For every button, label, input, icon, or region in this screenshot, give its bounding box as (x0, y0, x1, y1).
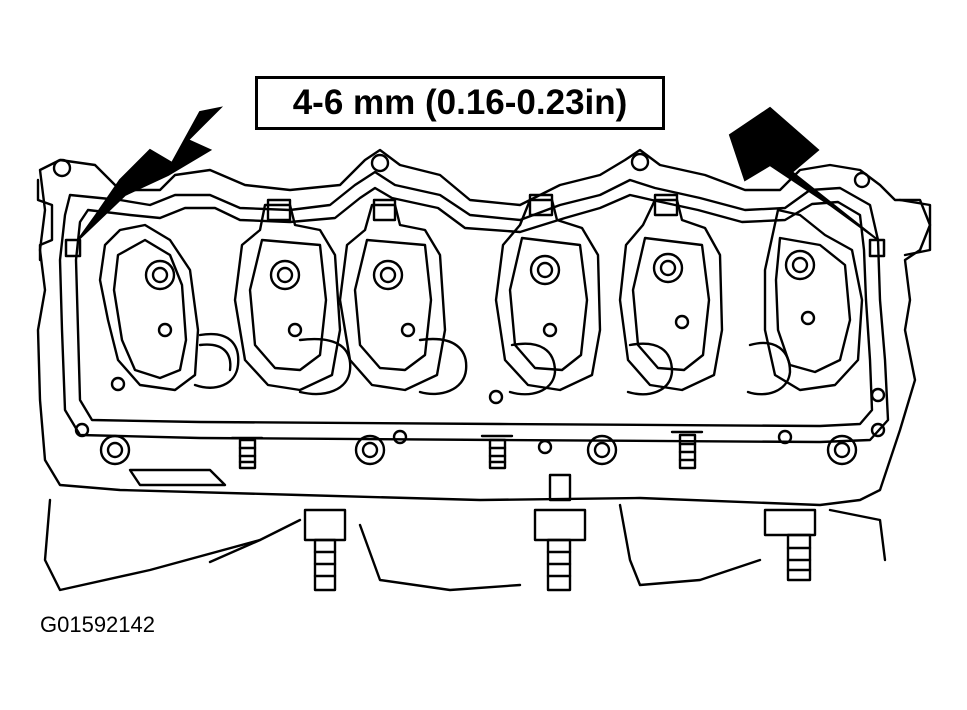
rocker-arm-3 (340, 200, 466, 394)
arrow-right (730, 108, 878, 240)
rocker-arm-1 (100, 225, 238, 390)
stud-right (765, 510, 815, 580)
fitting-2 (482, 436, 512, 468)
stud-center (535, 475, 585, 590)
clearance-callout: 4-6 mm (0.16-0.23in) (255, 76, 665, 130)
stud-left (305, 510, 345, 590)
arrow-left (78, 108, 220, 240)
rocker-arm-4 (496, 195, 600, 394)
rocker-arm-6 (748, 210, 862, 394)
head-casting-outline (38, 150, 930, 505)
gap-marker-left (66, 240, 80, 256)
gasket-rail-inner (76, 188, 872, 426)
fitting-3 (672, 432, 702, 468)
figure-id: G01592142 (40, 612, 155, 637)
rocker-arm-5 (620, 195, 722, 394)
fitting-1 (232, 438, 262, 468)
rocker-arm-2 (235, 200, 350, 394)
